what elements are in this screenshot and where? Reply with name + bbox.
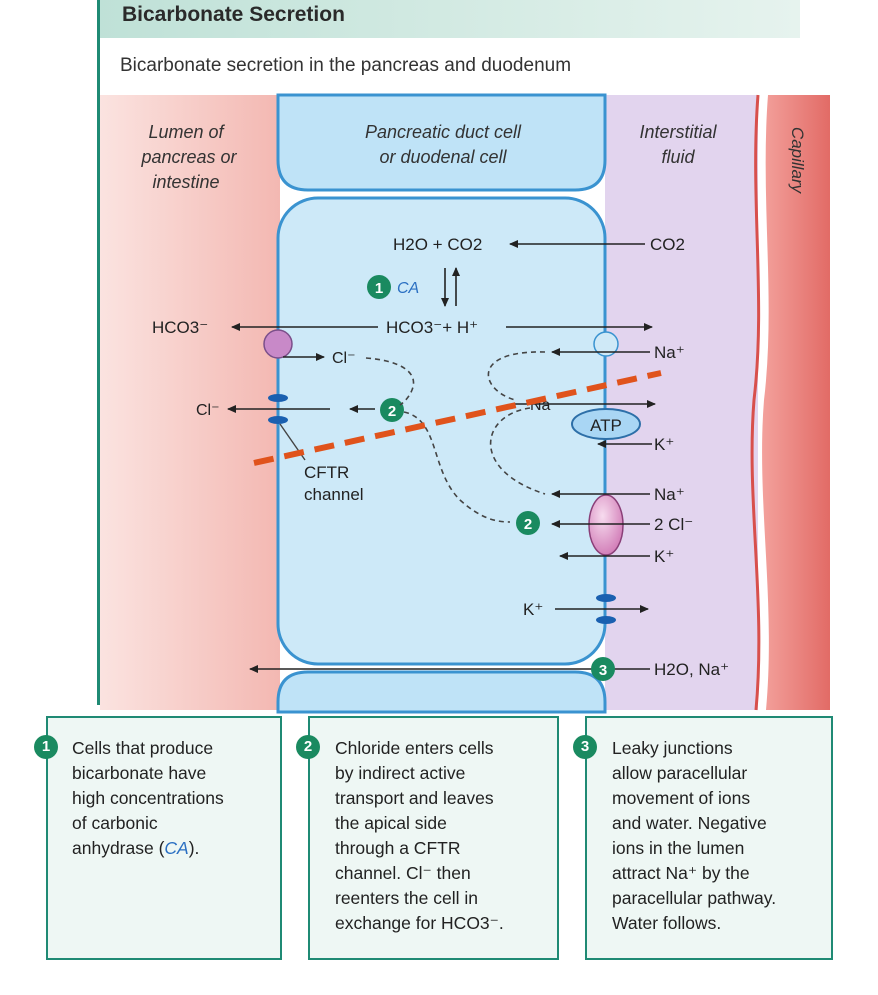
k-channel-bottom [596,616,616,624]
subtitle: Bicarbonate secretion in the pancreas an… [120,55,572,76]
ca-inline: CA [164,838,189,858]
lumen-label: pancreas or [140,147,237,167]
interstitial-region [605,95,758,710]
step-1-badge: 1 [34,735,58,759]
cftr-channel-top [268,394,288,402]
cftr-channel-bottom [268,416,288,424]
cftr-label: channel [304,485,364,504]
atp-pump [571,408,641,440]
hco3-cl-exchanger [263,329,293,359]
step-2-number: 2 [524,516,532,533]
interstitial-label: fluid [661,147,695,167]
cl-cytoplasm-path [403,411,511,523]
capillary-label: Capillary [788,127,807,195]
step-3-badge: 3 [573,735,597,759]
k-channel-top [596,594,616,602]
nkcc-k-label: K⁺ [654,547,674,566]
explanation-box-2 [308,716,559,960]
cl-out-label: Cl⁻ [196,402,220,419]
hco3-lumen-label: HCO3⁻ [152,318,208,337]
explanation-box-3 [585,716,833,960]
na-top-label: Na⁺ [654,343,685,362]
step-1-circle [367,275,391,299]
lumen-label: Lumen of [148,122,225,142]
na-h-exchanger [593,331,619,357]
cftr-label: CFTR [304,463,349,482]
cl-in-label: Cl⁻ [332,350,356,367]
lower-cell [276,670,607,714]
annotation-dashed-line [253,370,662,466]
explanation-text-3: Leaky junctions allow paracellular movem… [612,738,777,933]
na-recycle-path-upper [487,351,546,401]
step-2-badge: 2 [296,735,320,759]
capillary-region [762,95,830,710]
header-bar [98,0,800,38]
explanation-text-2: Chloride enters cells by indirect active… [335,738,504,933]
step-2-circle [516,511,540,535]
h2o-na-label: H2O, Na⁺ [654,660,729,679]
co2-label: CO2 [650,235,685,254]
step-3-circle [591,657,615,681]
step-2-number: 2 [388,403,396,420]
k-channel-label: K⁺ [523,600,543,619]
main-cell [276,196,607,666]
frame-border [97,0,100,705]
explanation-text-1: Cells that produce bicarbonate have high… [72,738,224,858]
nkcc-transporter [588,494,624,556]
nkcc-na-label: Na⁺ [654,485,685,504]
header-title: Bicarbonate Secretion [122,3,345,26]
step-3-number: 3 [599,662,607,679]
lumen-region [100,95,280,710]
step-1-number: 1 [375,280,383,297]
interstitial-label: Interstitial [639,122,717,142]
cl-recycle-path [365,357,415,406]
k-atp-label: K⁺ [654,435,674,454]
upper-cell [276,93,607,192]
atp-label: ATP [590,416,622,435]
explanation-box-1 [46,716,282,960]
nkcc-cl-label: 2 Cl⁻ [654,515,693,534]
ca-label: CA [397,280,419,297]
capillary-wall [750,94,761,711]
cell-label: Pancreatic duct cell [365,122,522,142]
na-recycle-path-lower [489,407,546,495]
hco3-h-label: HCO3⁻+ H⁺ [386,318,478,337]
step-2-circle [380,398,404,422]
h2o-co2-label: H2O + CO2 [393,235,482,254]
lumen-label: intestine [152,172,219,192]
cell-label: or duodenal cell [379,147,507,167]
